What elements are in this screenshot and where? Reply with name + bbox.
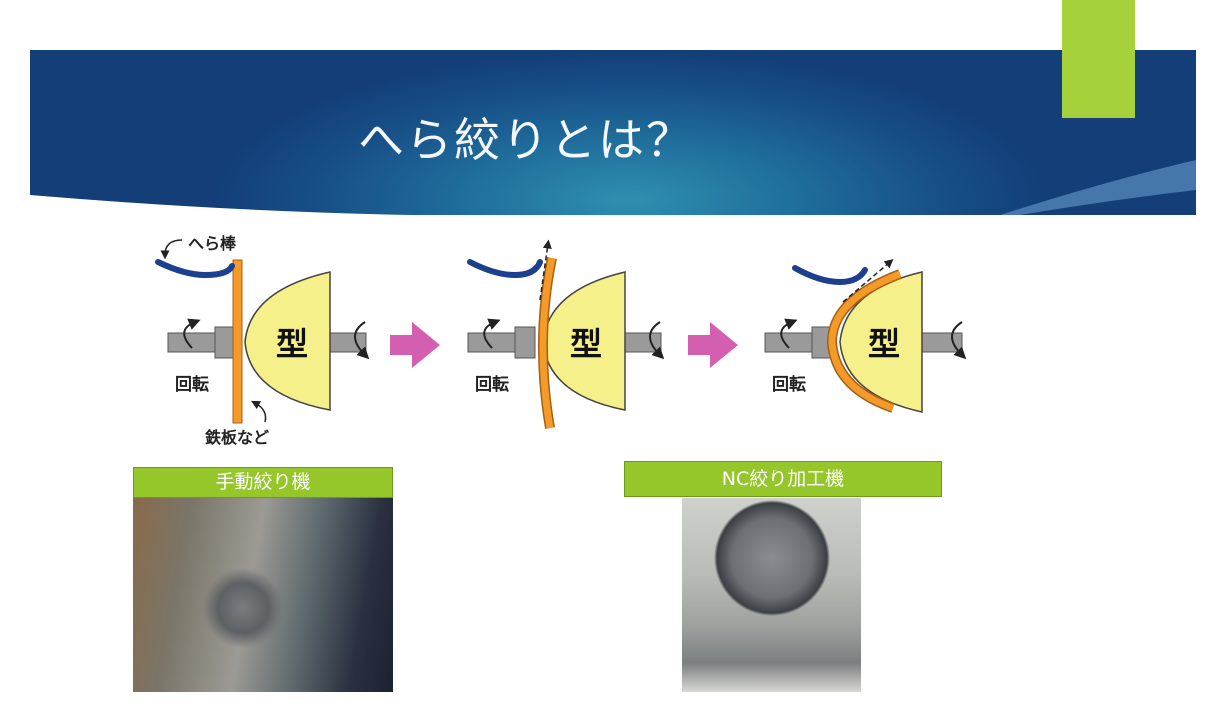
nc-machine-photo	[682, 498, 861, 692]
stage-3-formed: 型 回転	[764, 259, 967, 413]
rotation-label: 回転	[175, 374, 209, 395]
banner-curve	[30, 160, 1196, 215]
rotation-label: 回転	[772, 374, 806, 395]
arrow-right-icon	[688, 322, 738, 368]
sheet-label: 鉄板など	[205, 428, 269, 447]
rotation-label: 回転	[475, 374, 509, 395]
die-label: 型	[868, 325, 900, 363]
arrow-right-icon	[390, 322, 440, 368]
tool-label: へら棒	[188, 234, 237, 253]
stage-1-flat-sheet: へら棒 型 回転 鉄板など	[155, 234, 370, 447]
die-label: 型	[570, 325, 602, 363]
nc-machine-label: NC絞り加工機	[624, 461, 942, 497]
spinning-process-diagram: へら棒 型 回転 鉄板など 型 回転 型 回転	[155, 234, 967, 447]
manual-machine-label: 手動絞り機	[133, 467, 393, 498]
title-banner	[30, 50, 1196, 215]
accent-bar	[1062, 0, 1135, 118]
manual-machine-photo	[133, 498, 393, 692]
die-label: 型	[276, 325, 308, 363]
slide-title: へら絞りとは？	[358, 113, 694, 167]
stage-2-bending: 型 回転	[467, 239, 665, 429]
